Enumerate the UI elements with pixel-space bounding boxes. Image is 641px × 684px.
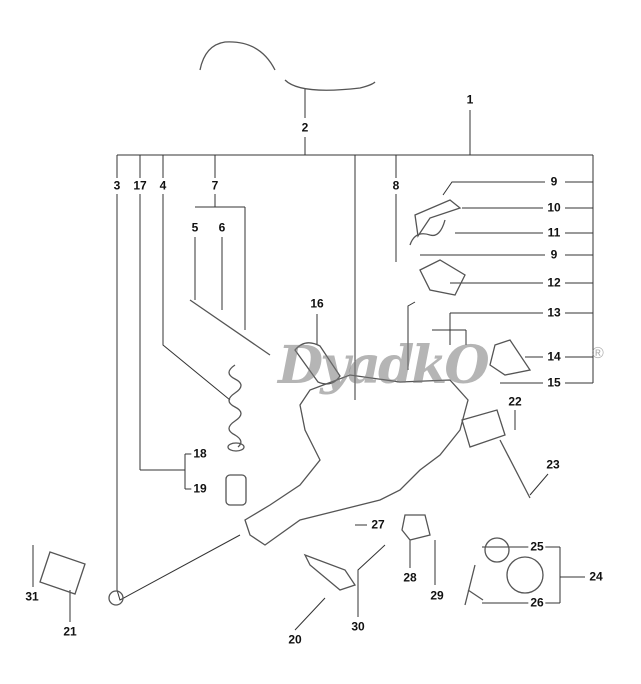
callout-18: 18 — [191, 446, 209, 461]
callout-10: 10 — [545, 200, 563, 215]
spring-part-11 — [409, 219, 446, 246]
callout-5: 5 — [189, 220, 201, 235]
callout-3: 3 — [111, 178, 123, 193]
callout-25: 25 — [528, 539, 546, 554]
callout-30: 30 — [349, 619, 367, 634]
handle-body — [244, 374, 469, 546]
callout-27: 27 — [369, 517, 387, 532]
spring-part — [228, 364, 242, 448]
bracket-part-30 — [303, 553, 357, 591]
callout-1: 1 — [464, 92, 476, 107]
callout-2: 2 — [299, 120, 311, 135]
callout-6: 6 — [216, 220, 228, 235]
callout-leaders — [32, 88, 594, 631]
callout-12: 12 — [545, 275, 563, 290]
oil-cap-part — [506, 556, 544, 594]
callout-31: 31 — [23, 589, 41, 604]
callout-17: 17 — [131, 178, 149, 193]
buffer-part-22 — [461, 409, 506, 448]
callout-29: 29 — [428, 588, 446, 603]
watermark: DyadkO — [278, 335, 490, 396]
buffer-part-16 — [294, 342, 341, 385]
plate-part-14 — [489, 339, 532, 376]
parts — [39, 41, 544, 606]
callout-16: 16 — [308, 296, 326, 311]
callout-4: 4 — [157, 178, 169, 193]
callout-11: 11 — [545, 225, 563, 240]
callout-15: 15 — [545, 375, 563, 390]
callout-7: 7 — [209, 178, 221, 193]
callout-9a: 9 — [548, 174, 560, 189]
callout-26: 26 — [528, 595, 546, 610]
callout-14: 14 — [545, 349, 563, 364]
block-part-12 — [419, 259, 466, 296]
callout-20: 20 — [286, 632, 304, 647]
callout-28: 28 — [401, 570, 419, 585]
lever-part-10 — [414, 199, 462, 238]
registered-mark: ® — [592, 345, 604, 362]
callout-19: 19 — [191, 481, 209, 496]
callout-9b: 9 — [548, 247, 560, 262]
mount-part-28 — [401, 514, 431, 541]
callout-13: 13 — [545, 305, 563, 320]
callout-8: 8 — [390, 178, 402, 193]
callout-21: 21 — [61, 624, 79, 639]
callout-22: 22 — [506, 394, 524, 409]
washer-part — [108, 590, 124, 606]
buffer-part-21 — [39, 551, 86, 595]
cable-part — [199, 41, 376, 91]
cylinder-part — [225, 474, 247, 506]
callout-24: 24 — [587, 569, 605, 584]
callout-23: 23 — [544, 457, 562, 472]
